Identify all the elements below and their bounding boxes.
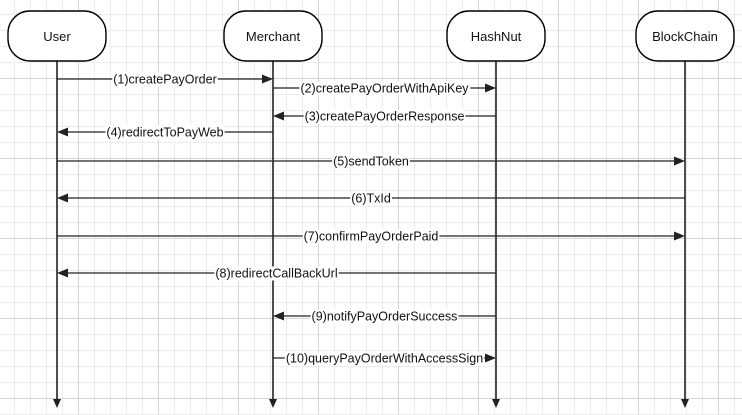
message-arrow-5 (674, 156, 685, 166)
message-label-bg-3 (303, 109, 466, 124)
message-3: (3)createPayOrderResponse (273, 109, 496, 124)
message-arrow-3 (273, 111, 284, 121)
lifelines (53, 61, 689, 408)
actor-merchant: Merchant (223, 10, 323, 62)
actor-blockchain: BlockChain (635, 10, 735, 62)
message-arrow-7 (674, 231, 685, 241)
message-label-bg-10 (284, 351, 485, 366)
actor-label-hashnut: HashNut (471, 29, 522, 44)
actor-box-merchant (223, 10, 323, 62)
message-label-bg-8 (214, 266, 339, 281)
message-6: (6)TxId (57, 191, 685, 206)
message-label-10: (10)queryPayOrderWithAccessSign (286, 352, 483, 366)
message-label-bg-4 (105, 125, 225, 140)
message-label-2: (2)createPayOrderWithApiKey (300, 82, 469, 96)
message-label-bg-7 (302, 229, 440, 244)
message-arrow-10 (485, 353, 496, 363)
message-label-7: (7)confirmPayOrderPaid (304, 230, 439, 244)
actor-label-user: User (43, 29, 71, 44)
message-arrow-1 (262, 74, 273, 84)
lifeline-end-arrow-merchant (269, 399, 277, 408)
message-8: (8)redirectCallBackUrl (57, 266, 496, 281)
messages: (1)createPayOrder (2)createPayOrderWithAp… (57, 72, 685, 366)
message-label-3: (3)createPayOrderResponse (305, 110, 465, 124)
message-9: (9)notifyPayOrderSuccess (273, 309, 496, 324)
message-arrow-9 (273, 311, 284, 321)
actor-box-hashnut (446, 10, 546, 62)
message-1: (1)createPayOrder (57, 72, 273, 87)
message-4: (4)redirectToPayWeb (57, 125, 273, 140)
message-label-bg-9 (310, 309, 459, 324)
actor-hashnut: HashNut (446, 10, 546, 62)
message-arrow-2 (485, 83, 496, 93)
actor-label-blockchain: BlockChain (652, 29, 718, 44)
actor-box-blockchain (635, 10, 735, 62)
lifeline-end-arrow-blockchain (681, 399, 689, 408)
message-label-bg-6 (350, 191, 392, 206)
lifeline-end-arrow-hashnut (492, 399, 500, 408)
lifeline-end-arrow-user (53, 399, 61, 408)
message-5: (5)sendToken (57, 154, 685, 169)
message-7: (7)confirmPayOrderPaid (57, 229, 685, 244)
message-10: (10)queryPayOrderWithAccessSign (273, 351, 496, 366)
message-label-9: (9)notifyPayOrderSuccess (312, 310, 458, 324)
message-arrow-6 (57, 193, 68, 203)
message-2: (2)createPayOrderWithApiKey (273, 81, 496, 96)
message-label-bg-5 (332, 154, 410, 169)
message-label-bg-2 (299, 81, 471, 96)
message-arrow-4 (57, 127, 68, 137)
actor-user: User (7, 10, 107, 62)
message-label-bg-1 (112, 72, 218, 87)
message-label-6: (6)TxId (351, 192, 391, 206)
message-label-1: (1)createPayOrder (113, 73, 217, 87)
message-label-8: (8)redirectCallBackUrl (215, 267, 337, 281)
actor-label-merchant: Merchant (246, 29, 301, 44)
actors: User Merchant HashNut BlockChain (7, 10, 735, 62)
message-label-4: (4)redirectToPayWeb (106, 126, 223, 140)
actor-box-user (7, 10, 107, 62)
message-arrow-8 (57, 268, 68, 278)
message-label-5: (5)sendToken (333, 155, 409, 169)
